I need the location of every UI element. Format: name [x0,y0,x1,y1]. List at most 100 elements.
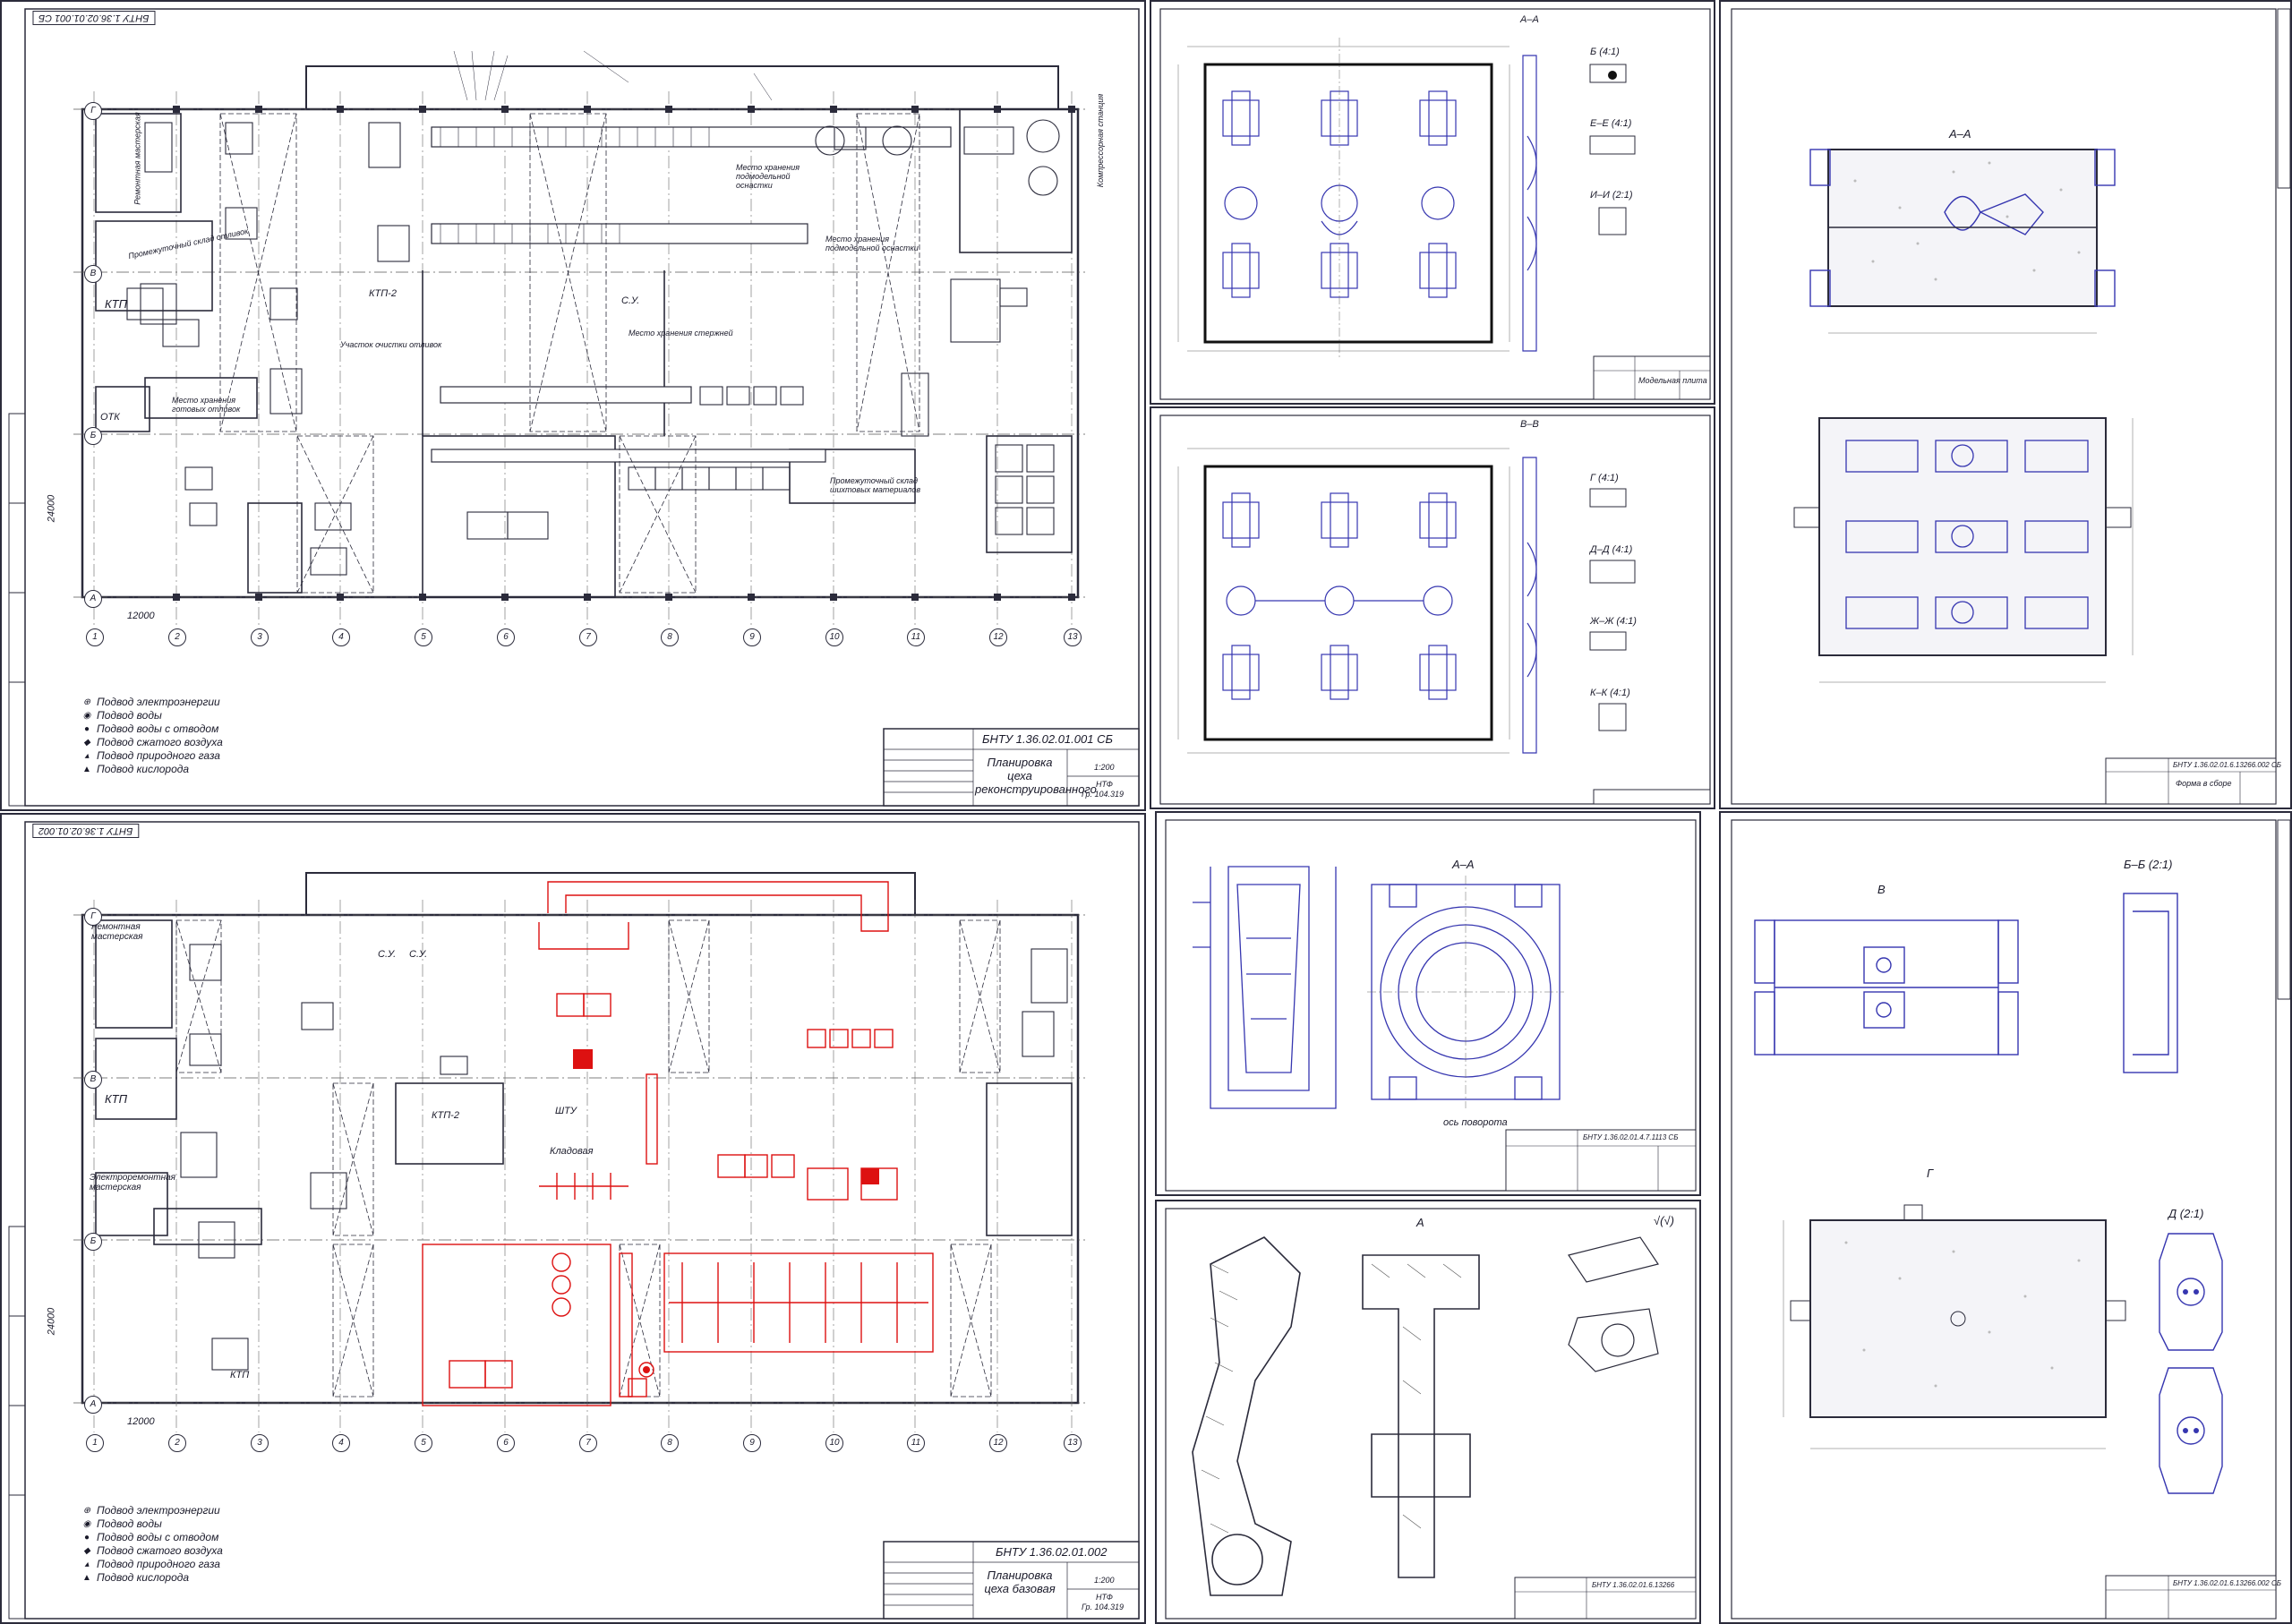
furnace-drawing [1165,819,1697,1192]
label-dim: 24000 [46,494,57,523]
title-block-scale: 1:200 [1094,1576,1115,1585]
axis-col-label: 8 [661,628,679,646]
title-block-code: БНТУ 1.36.02.01.002 [996,1545,1108,1559]
legend-item: ⊕Подвод электроэнергии [82,696,223,709]
axis-col-label: 4 [332,628,350,646]
view-label: И–И (2:1) [1590,190,1633,201]
legend-text: Подвод воды с отводом [97,722,219,735]
axis-col-label: 11 [907,628,925,646]
label-dim: 24000 [46,1307,57,1336]
title-block-code: БНТУ 1.36.02.01.6.13266.002 СБ [2173,761,2281,769]
view-label: Д (2:1) [2168,1207,2204,1220]
title-block-code: БНТУ 1.36.02.01.4.7.1113 СБ [1583,1133,1679,1141]
axis-col-label: 12 [989,1434,1007,1452]
legend-item: ◉Подвод воды [82,1517,223,1531]
water-drain-icon: ● [83,724,90,734]
sheet-plan-reconstructed: БНТУ 1.36.02.01.001 СБ БНТУ 1.36.02.01.0… [0,0,1146,811]
label-ktp2: КТП-2 [369,288,397,299]
legend-text: Подвод природного газа [97,1558,220,1570]
axis-col-label: 10 [825,628,843,646]
axis-row-label: В [84,1071,102,1089]
title-block-group: Гр. 104.319 [1082,790,1125,799]
sheet-plan-base: БНТУ 1.36.02.01.002 БНТУ 1.36.02.01.002 … [0,813,1146,1624]
legend-text: Подвод кислорода [97,763,190,775]
axis-col-label: 5 [415,628,432,646]
section-label: В–В [1520,419,1539,430]
axis-note: ось поворота [1443,1117,1508,1128]
label-grid: 12000 [127,1416,155,1427]
label-electro: Электроремонтная мастерская [90,1173,175,1192]
axis-col-label: 11 [907,1434,925,1452]
axis-col-label: 4 [332,1434,350,1452]
air-icon: ◆ [83,1546,90,1556]
axis-col-label: 7 [579,628,597,646]
view-label: Е–Е (4:1) [1590,118,1632,129]
plan-base-drawing [8,821,1140,1620]
title-block-code: БНТУ 1.36.02.01.6.13266 [1592,1581,1675,1589]
sheet-casting: А √(√) БНТУ 1.36.02.01.6.13266 [1155,1200,1701,1624]
title-block-name: Планировка цеха реконструированного [975,756,1097,796]
axis-col-label: 9 [743,628,761,646]
sheet-stamp: БНТУ 1.36.02.01.001 СБ [32,11,156,25]
label-storage-tools: Место хранения подмодельной оснастки [736,163,800,190]
mold-drawing [1731,819,2290,1620]
sheet-model-plate-1: А–А Б (4:1) Е–Е (4:1) И–И (2:1) Модельна… [1150,0,1715,405]
section-label: А–А [1520,14,1539,25]
gas-icon: ▴ [84,751,90,761]
oxygen-icon: ▲ [82,765,91,774]
view-label: Г (4:1) [1590,473,1619,483]
axis-row-label: Б [84,1233,102,1251]
legend-text: Подвод кислорода [97,1571,190,1584]
legend: ⊕Подвод электроэнергии ◉ Подвод воды ● Под… [82,696,223,776]
axis-col-label: 13 [1064,628,1082,646]
power-icon: ⊕ [82,697,91,707]
legend-item: ▴Подвод природного газа [82,1558,223,1571]
axis-col-label: 5 [415,1434,432,1452]
label-cleaning: Участок очистки отливок [340,340,442,349]
title-block-code: БНТУ 1.36.02.01.001 СБ [982,732,1113,746]
legend-text: Подвод воды с отводом [97,1531,219,1543]
legend: ⊕ Подвод электроэнергии ◉Подвод воды ● Под… [82,1504,223,1585]
axis-col-label: 1 [86,1434,104,1452]
axis-col-label: 3 [251,1434,269,1452]
label-ktp-2: КТП [230,1370,250,1380]
view-label: Д–Д (4:1) [1590,544,1633,555]
legend-item: ● Подвод воды с отводом [82,1531,223,1544]
axis-col-label: 13 [1064,1434,1082,1452]
water-drain-icon: ● [83,1533,90,1543]
axis-col-label: 12 [989,628,1007,646]
view-label: А [1416,1216,1424,1229]
model-plate-2-drawing [1159,415,1711,805]
title-block-group: Гр. 104.319 [1082,1603,1125,1611]
axis-col-label: 2 [168,628,186,646]
label-storage-castings: Место хранения готовых отливок [172,396,241,414]
legend-item: ▲Подвод кислорода [82,1571,223,1585]
axis-col-label: 1 [86,628,104,646]
label-compressor: Компрессорная станция [1096,93,1106,188]
legend-text: Подвод воды [97,709,162,722]
sheet-flask-assembly: А–А БНТУ 1.36.02.01.6.13266.002 СБ Форма… [1719,0,2292,809]
sheet-stamp: БНТУ 1.36.02.01.002 [32,824,140,838]
legend-item: ⊕ Подвод электроэнергии [82,1504,223,1517]
label-ktp-1: КТП [105,297,128,311]
legend-text: Подвод электроэнергии [97,1504,220,1517]
label-kladovaya: Кладовая [550,1146,594,1157]
label-su-2: С.У. [409,949,428,960]
axis-col-label: 9 [743,1434,761,1452]
title-block-org: НТФ [1096,1593,1113,1602]
section-label: А–А [1452,858,1475,871]
axis-col-label: 3 [251,628,269,646]
view-label: Ж–Ж (4:1) [1590,616,1637,627]
axis-row-label: Б [84,427,102,445]
title-block-scale: 1:200 [1094,763,1115,772]
water-icon: ◉ [82,711,91,721]
power-icon: ⊕ [82,1506,91,1516]
plan-reconstructed-drawing [8,8,1140,807]
roughness-mark: √(√) [1654,1214,1674,1227]
title-block-name: Форма в сборе [2176,779,2232,788]
title-block-name: Модельная плита [1638,376,1707,385]
sheet-mold: В Б–Б (2:1) Г Д (2:1) БНТУ 1.36.02.01.6.… [1719,811,2292,1624]
axis-col-label: 6 [497,1434,515,1452]
view-label: Б (4:1) [1590,47,1620,57]
label-shtu: ШТУ [555,1106,577,1116]
